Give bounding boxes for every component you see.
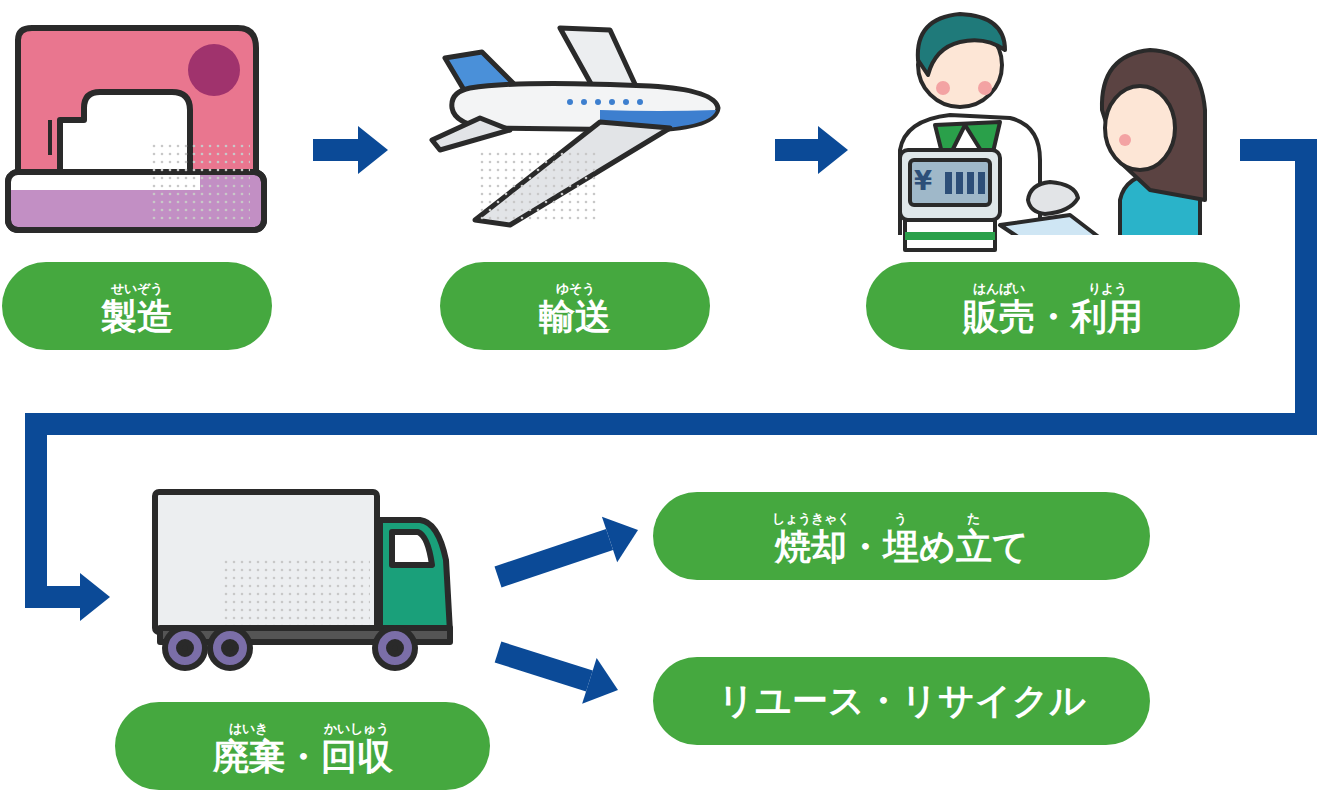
furigana: ゆそう xyxy=(556,282,595,295)
stage-name: 焼却・埋め立て xyxy=(775,527,1029,567)
stage-pill: 焼却・埋め立て しょうきゃく う た xyxy=(653,492,1150,580)
stage-name: 製造 xyxy=(101,297,173,337)
furigana: りよう xyxy=(1088,282,1127,295)
flow-arrow xyxy=(498,652,618,704)
register-symbol: ¥ xyxy=(914,168,932,194)
furigana: かいしゅう xyxy=(324,722,389,735)
truck xyxy=(155,492,450,668)
stage-name: 廃棄・回収 xyxy=(213,737,393,777)
flow-arrow xyxy=(775,126,848,174)
arrow-head xyxy=(358,126,388,174)
shop-counter-scene xyxy=(890,14,1240,260)
stage-pill: 廃棄・回収 はいき かいしゅう xyxy=(115,702,490,790)
flow-arrow xyxy=(313,126,388,174)
furigana: た xyxy=(967,512,980,525)
sewing-machine xyxy=(8,28,264,230)
stage-name: 販売・利用 xyxy=(963,297,1143,337)
furigana: しょうきゃく xyxy=(772,512,850,525)
arrow-shaft xyxy=(498,652,589,681)
flow-arrow xyxy=(498,517,638,577)
stage-name: 輸送 xyxy=(539,297,611,337)
airplane xyxy=(432,28,718,225)
furigana: せいぞう xyxy=(111,282,163,295)
arrow-shaft xyxy=(498,540,610,577)
furigana: はいき xyxy=(229,722,268,735)
arrow-shaft xyxy=(775,139,818,161)
arrow-head xyxy=(582,658,618,704)
stage-pill: 販売・利用 はんばい りよう xyxy=(866,262,1240,350)
stage-name: リユース・リサイクル xyxy=(718,681,1086,721)
arrow-shaft xyxy=(313,139,358,161)
arrow-head xyxy=(602,517,638,563)
furigana: う xyxy=(894,512,907,525)
arrow-head xyxy=(818,126,848,174)
furigana: はんばい xyxy=(973,282,1025,295)
arrow-shaft xyxy=(36,150,1306,597)
flow-arrow xyxy=(36,150,1306,621)
stage-pill: 輸送ゆそう xyxy=(440,262,710,350)
stage-pill: 製造せいぞう xyxy=(2,262,272,350)
arrow-head xyxy=(80,573,110,621)
stage-pill: リユース・リサイクル xyxy=(653,657,1150,745)
